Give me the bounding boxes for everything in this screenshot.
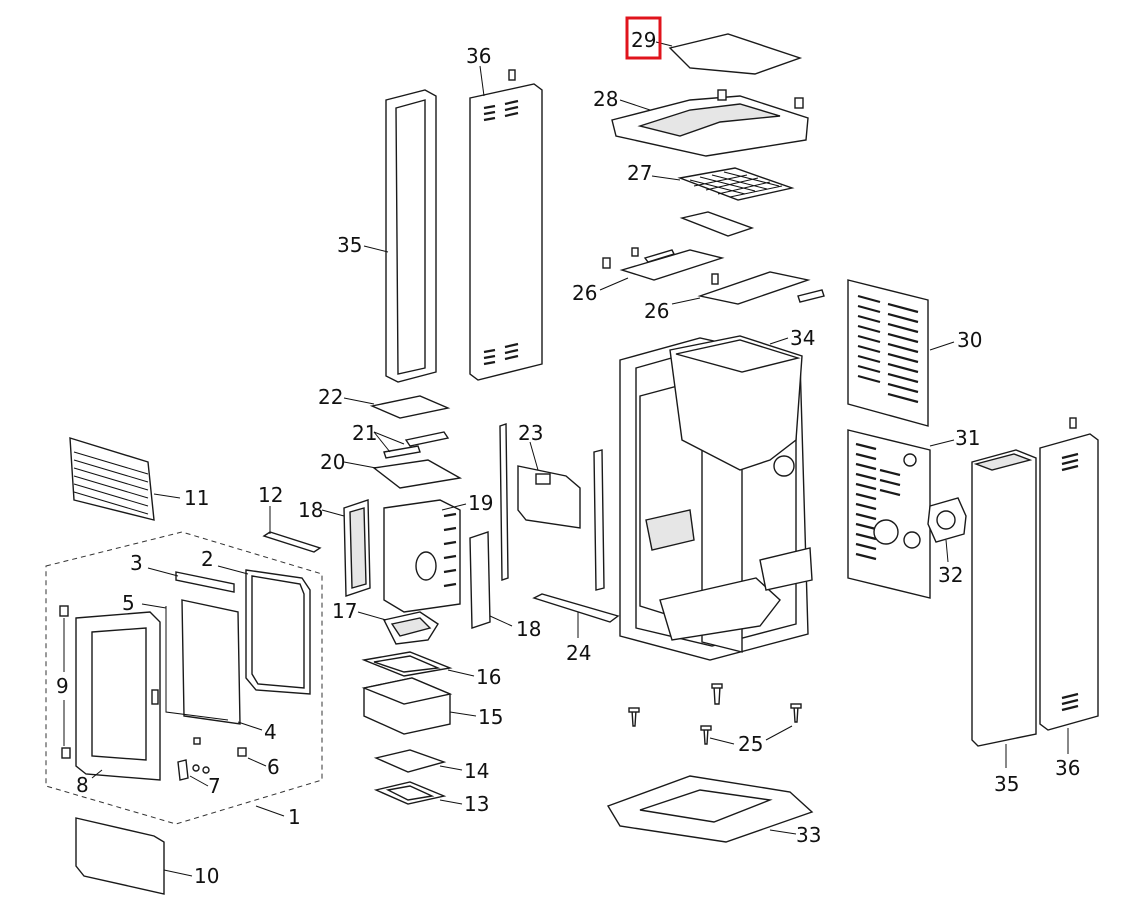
- callout-19: 19: [468, 491, 493, 515]
- callout-6: 6: [267, 755, 280, 779]
- callout-36-top: 36: [466, 44, 491, 68]
- part-35-side-frame-upper: [363, 89, 437, 383]
- callout-24: 24: [566, 641, 591, 665]
- callout-35-left: 35: [337, 233, 362, 257]
- callout-4: 4: [264, 720, 277, 744]
- part-18-side-brick-right: [469, 531, 513, 629]
- callout-3: 3: [130, 551, 143, 575]
- part-6-clip: [237, 747, 267, 767]
- callout-35-right: 35: [994, 772, 1019, 796]
- part-32-flange-gasket: [927, 497, 967, 563]
- callout-18-upper: 18: [298, 498, 323, 522]
- callout-30: 30: [957, 328, 982, 352]
- part-34-hopper: [669, 335, 803, 471]
- vertical-rod-left: [499, 423, 509, 581]
- callout-8: 8: [76, 773, 89, 797]
- vertical-rod-right: [593, 449, 605, 591]
- part-29-lid: [655, 33, 803, 75]
- callout-25: 25: [738, 732, 763, 756]
- part-35-side-panel-lower: [971, 449, 1037, 768]
- part-2-door-gasket: [217, 565, 311, 695]
- part-23-control-board: [517, 441, 581, 529]
- part-13-frame: [373, 781, 463, 805]
- part-28-top-cover: [611, 89, 809, 157]
- part-3-hinge-plate: [147, 567, 235, 593]
- part-8-door-frame: [75, 611, 161, 781]
- callout-22: 22: [318, 385, 343, 409]
- part-26-rails-upper: [599, 247, 725, 291]
- callout-14: 14: [464, 759, 489, 783]
- callout-7: 7: [208, 774, 221, 798]
- callout-16: 16: [476, 665, 501, 689]
- callout-36-right: 36: [1055, 756, 1080, 780]
- callout-13: 13: [464, 792, 489, 816]
- part-17-brazier: [357, 611, 439, 645]
- part-18-side-brick: [321, 499, 371, 597]
- part-9-hinge-pins: [59, 605, 71, 759]
- callout-32: 32: [938, 563, 963, 587]
- part-24-base-rail: [532, 593, 620, 638]
- part-36-back-panel-upper: [469, 65, 543, 381]
- callout-10: 10: [194, 864, 219, 888]
- part-36-side-panel-lower: [1039, 417, 1099, 754]
- callout-1: 1: [288, 805, 301, 829]
- part-20-baffle: [343, 459, 463, 489]
- part-26-rails-lower: [671, 271, 825, 305]
- callout-34: 34: [790, 326, 815, 350]
- part-21-strips: [373, 431, 450, 459]
- part-19-back-brick: [383, 499, 467, 613]
- part-11-front-grille: [69, 437, 181, 521]
- callout-12: 12: [258, 483, 283, 507]
- part-33-base-plate: [606, 775, 814, 843]
- part-27-grate: [651, 167, 795, 201]
- callout-26-lower: 26: [644, 299, 669, 323]
- callout-28: 28: [593, 87, 618, 111]
- part-10-lower-door: [75, 817, 193, 895]
- callout-15: 15: [478, 705, 503, 729]
- callout-33: 33: [796, 823, 821, 847]
- callout-26-upper: 26: [572, 281, 597, 305]
- callout-2: 2: [201, 547, 214, 571]
- part-7-handle-kit: [177, 737, 210, 787]
- part-4-glass: [181, 599, 263, 731]
- callout-17: 17: [332, 599, 357, 623]
- callout-23: 23: [518, 421, 543, 445]
- support-bar: [679, 211, 755, 237]
- callout-20: 20: [320, 450, 345, 474]
- part-31-rear-panel-holes: [847, 429, 955, 599]
- part-30-rear-panel: [847, 279, 955, 427]
- part-22-plate: [343, 395, 451, 419]
- part-25-screws: [628, 683, 802, 745]
- callout-27: 27: [627, 161, 652, 185]
- part-16-gasket: [361, 651, 475, 677]
- part-15-ash-pan: [361, 677, 477, 735]
- part-29-highlight-box: [625, 16, 662, 60]
- part-14-plate: [373, 749, 463, 773]
- callout-9: 9: [56, 674, 69, 698]
- part-5-glass-seal: [141, 603, 229, 721]
- callout-18-lower: 18: [516, 617, 541, 641]
- callout-21: 21: [352, 421, 377, 445]
- callout-5: 5: [122, 591, 135, 615]
- callout-31: 31: [955, 426, 980, 450]
- callout-29: 29: [631, 28, 656, 52]
- callout-11: 11: [184, 486, 209, 510]
- part-12-bar: [262, 506, 322, 553]
